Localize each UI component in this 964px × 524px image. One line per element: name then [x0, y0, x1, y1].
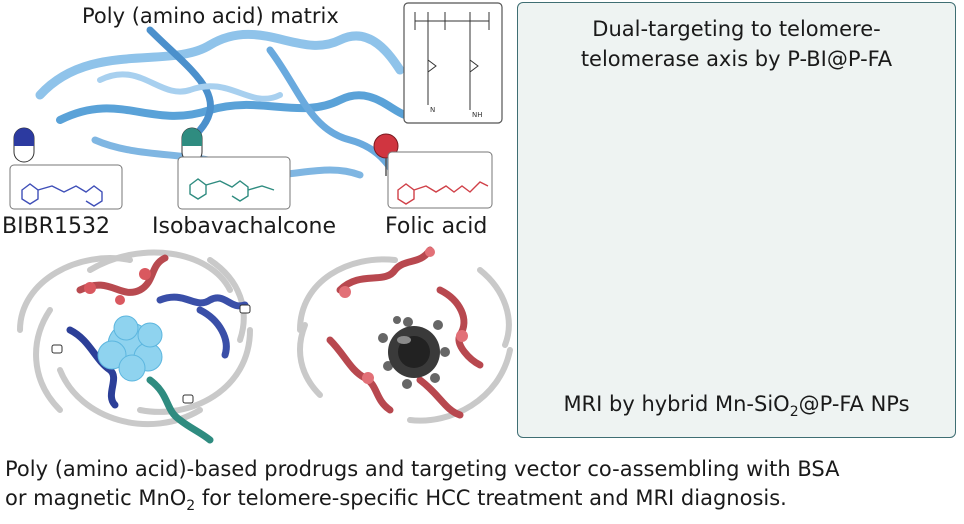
polymer-structure-box: N NH — [403, 2, 503, 124]
bibr-capsule-icon — [13, 127, 35, 163]
panel-title-line1: Dual-targeting to telomere- — [592, 17, 881, 41]
folic-acid-label: Folic acid — [385, 214, 488, 239]
caption-line2-suffix: for telomere-specific HCC treatment and … — [195, 486, 787, 510]
isobavachalcone-molecule-box — [177, 156, 291, 210]
panel-title: Dual-targeting to telomere- telomerase a… — [517, 14, 956, 74]
panel-caption-subscript: 2 — [789, 404, 799, 421]
matrix-title: Poly (amino acid) matrix — [82, 4, 339, 28]
isobavachalcone-label: Isobavachalcone — [152, 214, 337, 239]
bibr-molecule-box — [9, 164, 123, 210]
targeting-panel — [517, 2, 956, 438]
panel-caption: MRI by hybrid Mn-SiO2@P-FA NPs — [517, 392, 956, 420]
panel-caption-prefix: MRI by hybrid Mn-SiO — [563, 392, 790, 416]
mno2-nanoparticle — [297, 246, 513, 424]
caption-line1: Poly (amino acid)-based prodrugs and tar… — [5, 457, 840, 481]
svg-text:NH: NH — [472, 111, 483, 119]
bibr-label: BIBR1532 — [2, 214, 110, 239]
panel-caption-suffix: @P-FA NPs — [798, 392, 910, 416]
caption-line2: or magnetic MnO2 for telomere-specific H… — [5, 484, 960, 521]
figure-caption: Poly (amino acid)-based prodrugs and tar… — [5, 455, 960, 521]
panel-title-line2: telomerase axis by P-BI@P-FA — [580, 47, 893, 71]
caption-line2-prefix: or magnetic MnO — [5, 486, 187, 510]
folic-acid-molecule-box — [387, 151, 493, 209]
bsa-nanoparticle — [17, 249, 253, 444]
caption-line2-subscript: 2 — [186, 498, 196, 515]
svg-text:N: N — [430, 106, 435, 114]
